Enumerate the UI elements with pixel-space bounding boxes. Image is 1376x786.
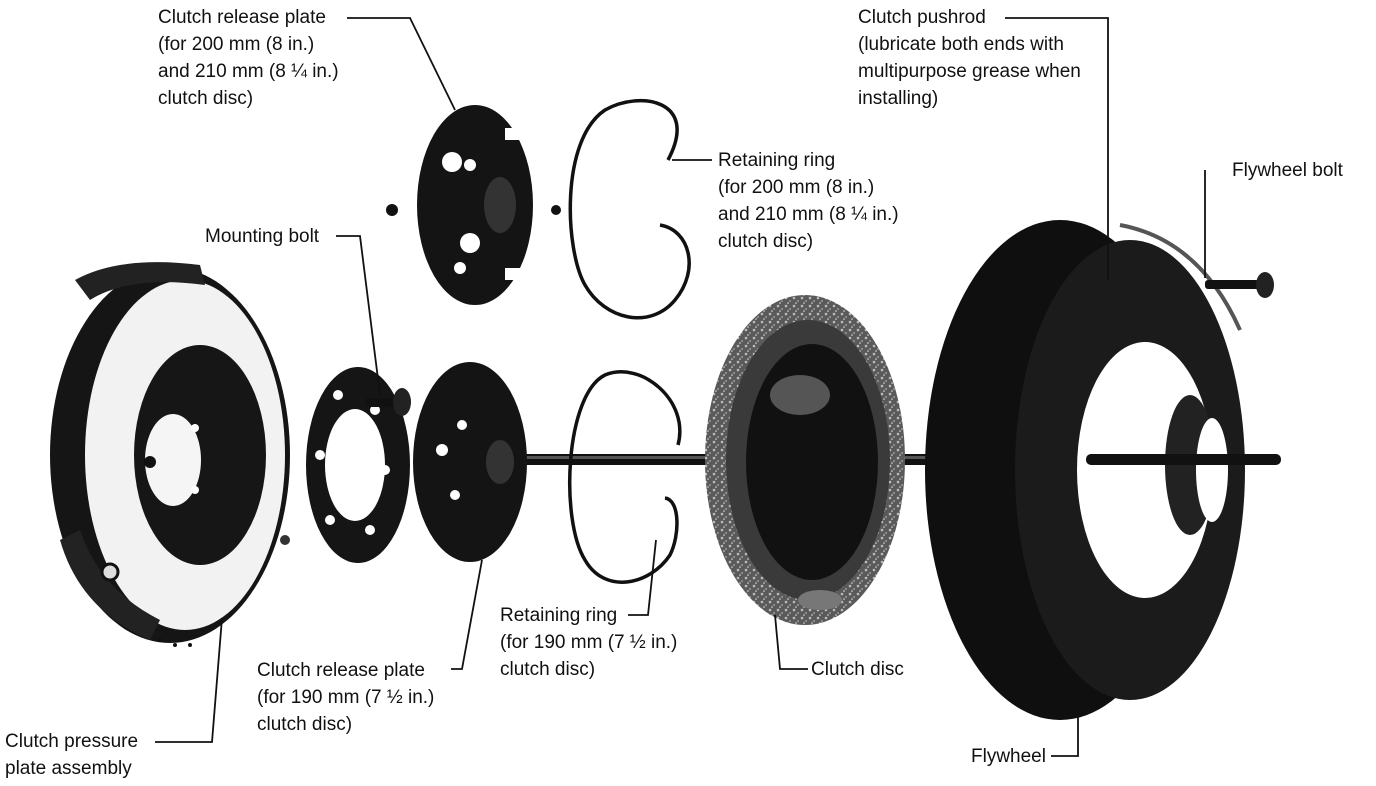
leader-flywheel: [1051, 690, 1079, 757]
retaining-ring-200-210: [568, 98, 691, 320]
leader-pushrod: [1005, 17, 1109, 280]
label-flywheel: Flywheel: [971, 746, 1046, 767]
leader-pressure-plate: [155, 617, 223, 743]
leader-release-plate-large: [347, 17, 456, 111]
leader-retaining-ring-small: [628, 539, 657, 616]
label-retaining-ring-190: Retaining ring (for 190 mm (7 ½ in.) clu…: [500, 605, 678, 680]
retaining-ring-190: [567, 370, 682, 584]
flywheel-bolt: [1205, 272, 1274, 298]
leader-release-plate-small: [451, 559, 483, 670]
leader-lines: [155, 17, 1206, 757]
leader-mounting-bolt: [336, 235, 381, 396]
label-clutch-pushrod: Clutch pushrod (lubricate both ends with…: [858, 7, 1081, 109]
leader-clutch-disc: [774, 614, 808, 670]
label-clutch-release-plate-190: Clutch release plate (for 190 mm (7 ½ in…: [257, 660, 435, 735]
clutch-release-plate-200-210: [386, 105, 561, 305]
label-retaining-ring-200-210: Retaining ring (for 200 mm (8 in.) and 2…: [718, 150, 899, 252]
label-clutch-pressure-plate-assembly: Clutch pressure plate assembly: [5, 731, 139, 779]
mounting-bolt: [365, 388, 411, 416]
label-clutch-disc: Clutch disc: [811, 659, 904, 680]
release-plate-lower: [413, 362, 527, 562]
clutch-pressure-plate-assembly: [50, 262, 290, 647]
label-flywheel-bolt: Flywheel bolt: [1232, 160, 1343, 181]
clutch-release-plate-190: [306, 367, 410, 563]
clutch-disc: [705, 295, 905, 625]
flywheel: [925, 220, 1281, 720]
label-mounting-bolt: Mounting bolt: [205, 226, 320, 247]
label-clutch-release-plate-200-210: Clutch release plate (for 200 mm (8 in.)…: [158, 7, 339, 109]
